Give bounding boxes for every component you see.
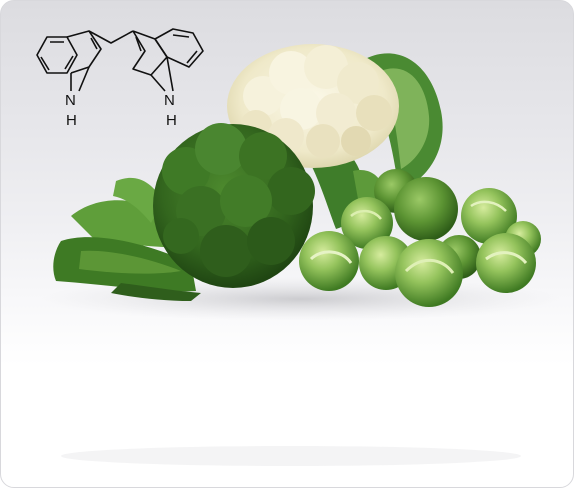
molecule-atom-h-left: H [66,112,77,129]
molecule-atom-h-right: H [166,112,177,129]
molecule-atom-n-left: N [65,92,76,109]
molecule-structure: N H N H [36,28,204,129]
brussels-sprouts [299,169,541,307]
broccoli [153,123,315,288]
molecule-atom-n-right: N [164,92,175,109]
